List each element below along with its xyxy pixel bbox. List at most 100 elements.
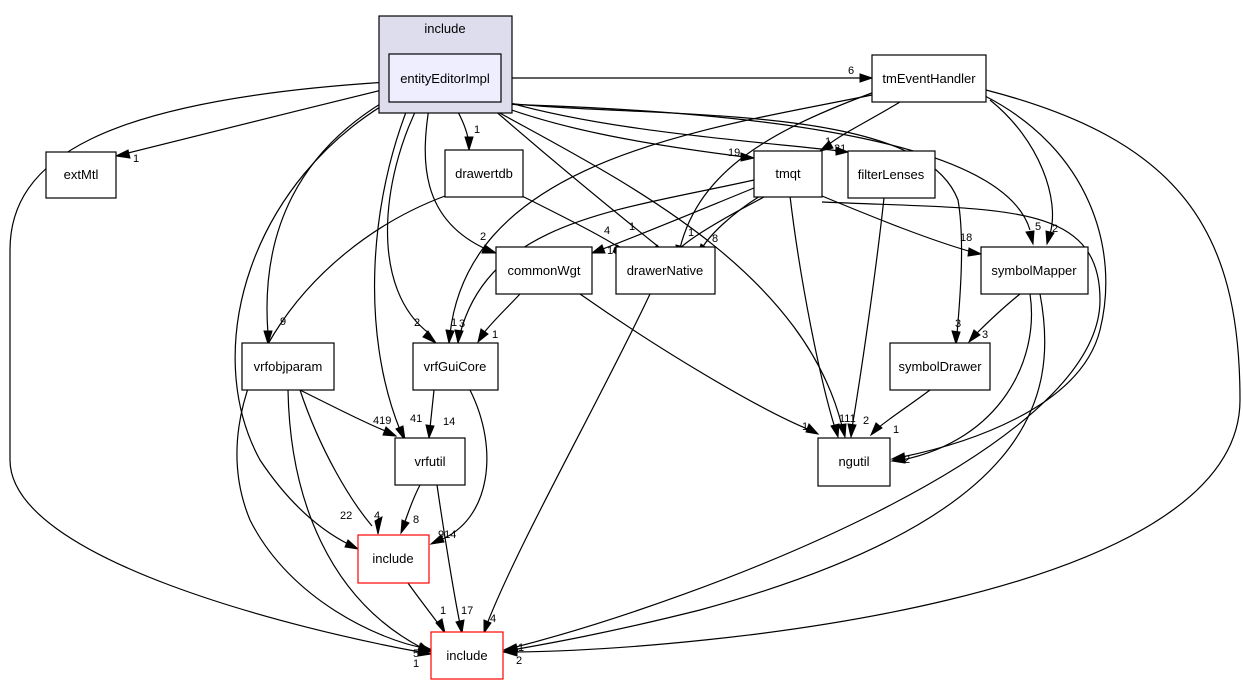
edge-label: 1: [413, 658, 419, 670]
node-extmtl[interactable]: extMtl: [45, 151, 117, 199]
edge-label: 22: [340, 510, 352, 522]
edge-entity-drawernative: [484, 101, 661, 249]
node-label: drawertdb: [455, 166, 513, 181]
edge-tmqt-drawernative: [701, 195, 761, 249]
edge-entity-vrfutil: [373, 101, 411, 431]
edge-label: 31: [834, 143, 846, 155]
edge-label: 5: [1035, 221, 1041, 233]
node-label: symbolMapper: [991, 263, 1077, 278]
edge-tmqt-ngutil: [789, 195, 836, 429]
edge-tmqt-commonwgt: [599, 187, 755, 251]
arrow-vrfguicore-1: [422, 330, 438, 345]
arrow-symbolmapper-include-bottom: [501, 645, 517, 655]
edge-label: 2: [516, 655, 522, 667]
node-label: tmEventHandler: [882, 71, 976, 86]
edge-label: 9: [280, 316, 286, 328]
edge-entity-ngutil: [479, 101, 843, 427]
node-label: include: [372, 551, 413, 566]
cluster-title: include: [424, 21, 465, 36]
edge-label: 1: [492, 329, 498, 341]
node-tmqt[interactable]: tmqt: [753, 150, 823, 198]
edge-label: 1: [133, 153, 139, 165]
edge-tmevent-drawernative: [679, 89, 881, 249]
edge-tmqt-vrfguicore: [459, 179, 755, 335]
edge-label: 1: [518, 642, 524, 654]
edge-drawertdb-drawernative: [519, 194, 621, 249]
arrow-tmqt-vrfguicore: [454, 329, 464, 345]
arrow-vrfobjparam-include-bottom: [417, 642, 433, 653]
edge-label: 18: [960, 232, 972, 244]
node-label: filterLenses: [858, 167, 925, 182]
edge-tmevent-ngutil: [901, 95, 1107, 458]
edge-vrfguicore-include-mid: [439, 389, 488, 541]
edge-entity-vrfobjparam: [266, 97, 391, 335]
arrow-tmevent-tmqt: [818, 140, 834, 152]
edge-label: 19: [728, 147, 740, 159]
edge-include-mid-include-bottom: [407, 582, 441, 627]
arrow-symboldrawer-ngutil: [869, 422, 883, 437]
arrow-filterlenses: [835, 146, 850, 156]
arrow-symbolmapper: [1025, 230, 1035, 246]
arrow-vrfguicore-include-mid: [429, 534, 445, 545]
node-include-mid[interactable]: include: [357, 534, 430, 584]
edge-entity-include-bottom: [9, 81, 421, 653]
node-filterlenses[interactable]: filterLenses: [847, 150, 936, 199]
node-symboldrawer[interactable]: symbolDrawer: [889, 342, 991, 391]
edge-tmevent-include-bottom: [513, 89, 1241, 653]
node-vrfobjparam[interactable]: vrfobjparam: [241, 342, 335, 391]
edge-label: 5: [413, 648, 419, 660]
arrow-ngutil-1: [837, 423, 847, 439]
edge-drawernative-include-bottom: [486, 293, 651, 625]
node-include-bottom[interactable]: include: [430, 631, 504, 680]
arrow-tmevent-vrfguicore: [445, 329, 455, 345]
arrow-drawernative-include-bottom: [483, 619, 492, 635]
node-label: vrfobjparam: [254, 359, 323, 374]
edge-label: 2: [904, 454, 910, 466]
node-drawertdb[interactable]: drawertdb: [444, 149, 524, 198]
node-tmeventhandler[interactable]: tmEventHandler: [871, 54, 987, 103]
edge-entity-symbolmapper: [499, 103, 1031, 231]
arrow-tmevent-symbolmapper: [1045, 230, 1055, 246]
edge-label: 3: [982, 329, 988, 341]
nodes: entityEditorImpl tmEventHandler extMtl d…: [45, 53, 1089, 680]
edge-vrfobjparam-include-bottom: [287, 389, 423, 649]
edge-tmevent-tmqt: [827, 101, 901, 146]
edge-label: 419: [373, 415, 391, 427]
node-ngutil[interactable]: ngutil: [817, 437, 891, 487]
edge-label: 1: [629, 221, 635, 233]
edge-label: 1: [893, 424, 899, 436]
edge-tmqt-symbolmapper: [821, 195, 973, 253]
edge-label: 6: [848, 65, 854, 77]
arrow-tmqt-commonwgt: [590, 244, 606, 254]
edge-label: 2: [480, 231, 486, 243]
node-vrfguicore[interactable]: vrfGuiCore: [412, 342, 499, 391]
edge-label: 8: [413, 514, 419, 526]
node-label: vrfGuiCore: [424, 359, 487, 374]
node-label: tmqt: [775, 166, 801, 181]
edge-label: 1: [474, 124, 480, 136]
edge-symboldrawer-ngutil: [877, 389, 931, 429]
arrow-tmqt-symbolmapper: [967, 247, 983, 257]
edge-commonwgt-vrfguicore: [482, 293, 521, 335]
node-commonwgt[interactable]: commonWgt: [495, 246, 593, 295]
edge-vrfobjparam-vrfutil: [299, 389, 389, 433]
node-drawernative[interactable]: drawerNative: [615, 246, 716, 295]
edge-label: 17: [461, 605, 473, 617]
edge-label: 14: [443, 416, 455, 428]
node-label: drawerNative: [627, 263, 704, 278]
node-symbolmapper[interactable]: symbolMapper: [980, 246, 1089, 295]
edge-label: 1: [802, 421, 808, 433]
edge-tmqt-drawernative-2: [677, 195, 767, 251]
edge-tmevent-symbolmapper: [989, 99, 1054, 235]
node-label: include: [446, 648, 487, 663]
edge-label: 2: [1052, 223, 1058, 235]
edge-tmevent-vrfguicore: [449, 94, 873, 335]
edge-symbolmapper-symboldrawer: [975, 293, 1021, 335]
edge-label: 41: [410, 413, 422, 425]
edge-filterlenses-ngutil: [851, 197, 885, 429]
node-vrfutil[interactable]: vrfutil: [394, 437, 466, 486]
edge-label: 914: [438, 529, 456, 541]
arrow-drawertdb: [464, 136, 474, 152]
arrow-tmqt-ngutil: [830, 423, 840, 439]
node-entityeditorimpl[interactable]: entityEditorImpl: [388, 53, 502, 103]
